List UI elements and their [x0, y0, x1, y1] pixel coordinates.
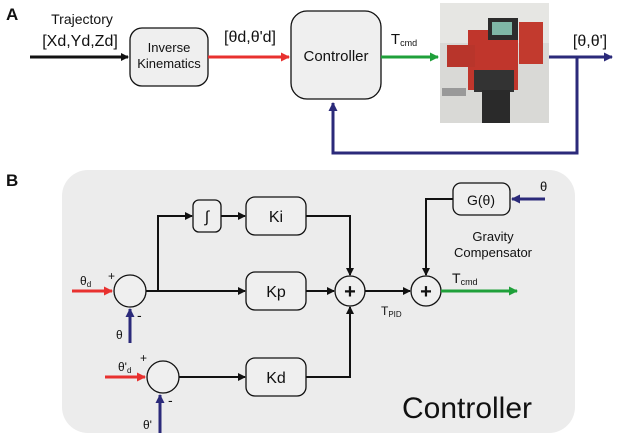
minus-sign-2: -	[168, 392, 173, 408]
feedback-arrow	[328, 57, 579, 155]
torque-cmd-label: Tcmd	[391, 31, 417, 48]
kp-label: Kp	[266, 284, 286, 301]
controller-panel-bg	[62, 170, 575, 433]
theta-dot-feedback-label: θ'	[143, 418, 152, 432]
theta-d-label: θd	[80, 274, 91, 289]
kd-label: Kd	[266, 370, 286, 387]
plus-sign-2: +	[140, 351, 147, 365]
gravity-caption-line2: Compensator	[454, 245, 533, 260]
controller-title: Controller	[402, 392, 532, 425]
inverse-kinematics-line1: Inverse	[148, 40, 191, 55]
output-state-label: [θ,θ']	[573, 33, 607, 50]
desired-state-label: [θd,θ'd]	[224, 29, 276, 46]
gravity-input-label: θ	[540, 179, 547, 194]
trajectory-label: Trajectory	[51, 11, 113, 27]
trajectory-vars: [Xd,Yd,Zd]	[42, 33, 118, 50]
final-sum-symbol: +	[420, 281, 432, 303]
error-sum-junction	[113, 274, 147, 308]
velocity-error-junction	[146, 360, 180, 394]
robot-photo	[440, 3, 549, 123]
gravity-block-label: G(θ)	[467, 192, 495, 208]
minus-sign-1: -	[137, 307, 142, 323]
inverse-kinematics-line2: Kinematics	[137, 56, 201, 71]
plus-sign-1: +	[108, 269, 115, 283]
gravity-to-sum-arrow	[422, 198, 453, 276]
ki-to-sum-arrow	[306, 215, 354, 276]
panel-a-label: A	[6, 5, 18, 24]
panel-b-label: B	[6, 171, 18, 190]
ki-label: Ki	[269, 209, 283, 226]
theta-feedback-label: θ	[116, 328, 123, 342]
integral-symbol: ∫	[204, 209, 211, 226]
gravity-caption-line1: Gravity	[472, 229, 514, 244]
controller-block-a-label: Controller	[303, 48, 368, 65]
kd-to-sum-arrow	[306, 306, 354, 378]
error-to-integral-arrow	[157, 212, 193, 291]
pid-sum-symbol: +	[344, 281, 356, 303]
controller-block-a	[290, 10, 382, 100]
